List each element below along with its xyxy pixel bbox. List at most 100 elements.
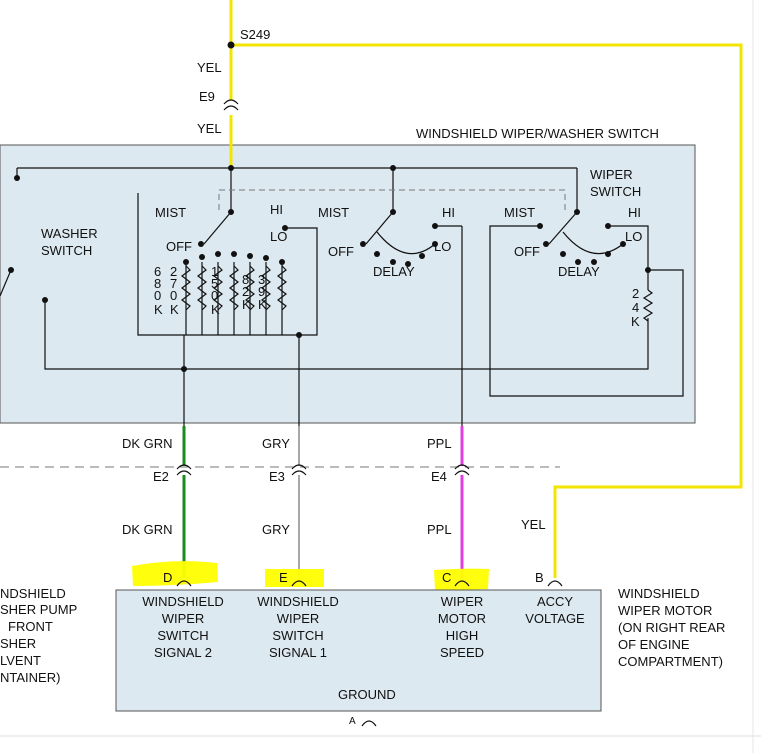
svg-text:2: 2	[170, 264, 177, 279]
svg-text:9: 9	[258, 284, 265, 299]
pos-hi-2: HI	[442, 205, 455, 220]
pin-b: B	[535, 570, 544, 585]
pos-lo-3: LO	[625, 229, 642, 244]
connector-e9: E9	[199, 89, 215, 104]
pin-labels: WINDSHIELD WIPER SWITCH SIGNAL 2 WINDSHI…	[142, 594, 585, 660]
svg-text:SHER: SHER	[0, 636, 36, 651]
gry-label-2: GRY	[262, 522, 290, 537]
svg-text:0: 0	[211, 288, 218, 303]
motor-title: WINDSHIELD WIPER MOTOR (ON RIGHT REAR OF…	[618, 586, 725, 669]
pos-lo-2: LO	[434, 239, 451, 254]
highlight-marks	[132, 561, 489, 590]
svg-text:SIGNAL 1: SIGNAL 1	[269, 645, 327, 660]
connector-e3: E3	[269, 469, 285, 484]
resistor-values: 68 0K 27 0K 15 0K 82 K 39 K 24 K	[154, 264, 640, 329]
splice-dot	[227, 41, 235, 49]
svg-text:WIPER MOTOR: WIPER MOTOR	[618, 603, 712, 618]
mechanical-link	[218, 189, 566, 210]
pos-off-2: OFF	[328, 244, 354, 259]
svg-text:2: 2	[632, 286, 639, 301]
pos-delay-2: DELAY	[373, 264, 415, 279]
svg-text:K: K	[242, 297, 251, 312]
yel-label-mid: YEL	[197, 121, 222, 136]
svg-text:7: 7	[170, 276, 177, 291]
svg-text:4: 4	[632, 300, 639, 315]
ppl-label-2: PPL	[427, 522, 452, 537]
svg-text:WIPER: WIPER	[441, 594, 484, 609]
svg-text:K: K	[631, 314, 640, 329]
switch-housing	[0, 144, 696, 424]
svg-text:HIGH: HIGH	[446, 628, 479, 643]
pos-off-3: OFF	[514, 244, 540, 259]
svg-text:SWITCH: SWITCH	[272, 628, 323, 643]
pos-hi-3: HI	[628, 205, 641, 220]
svg-text:1: 1	[211, 264, 218, 279]
svg-text:8: 8	[154, 276, 161, 291]
yel-label-top: YEL	[197, 60, 222, 75]
svg-text:MOTOR: MOTOR	[438, 611, 486, 626]
svg-text:6: 6	[154, 264, 161, 279]
washer-pump-label: NDSHIELD SHER PUMP FRONT SHER LVENT NTAI…	[0, 586, 77, 685]
wiper-switch-line2: SWITCH	[590, 184, 641, 199]
svg-text:SHER PUMP: SHER PUMP	[0, 602, 77, 617]
yel-label-right: YEL	[521, 517, 546, 532]
connector-e4: E4	[431, 469, 447, 484]
svg-text:WIPER: WIPER	[162, 611, 205, 626]
dk-grn-label-1: DK GRN	[122, 436, 173, 451]
svg-text:SPEED: SPEED	[440, 645, 484, 660]
ground-label: GROUND	[338, 687, 396, 702]
svg-text:WIPER: WIPER	[277, 611, 320, 626]
wiper-switch-line1: WIPER	[590, 167, 633, 182]
motor-box	[115, 589, 602, 712]
pos-off-1: OFF	[166, 239, 192, 254]
svg-text:WINDSHIELD: WINDSHIELD	[142, 594, 224, 609]
switch-title: WINDSHIELD WIPER/WASHER SWITCH	[416, 126, 659, 141]
pin-c: C	[442, 570, 451, 585]
svg-text:K: K	[154, 302, 163, 317]
svg-text:WINDSHIELD: WINDSHIELD	[257, 594, 339, 609]
svg-text:FRONT: FRONT	[8, 619, 53, 634]
dk-grn-label-2: DK GRN	[122, 522, 173, 537]
svg-text:SWITCH: SWITCH	[157, 628, 208, 643]
svg-text:K: K	[170, 302, 179, 317]
pos-mist-2: MIST	[318, 205, 349, 220]
washer-switch-line2: SWITCH	[41, 243, 92, 258]
pos-lo-1: LO	[270, 229, 287, 244]
svg-text:0: 0	[154, 288, 161, 303]
pos-mist-1: MIST	[155, 205, 186, 220]
svg-text:K: K	[211, 302, 220, 317]
svg-text:SIGNAL 2: SIGNAL 2	[154, 645, 212, 660]
svg-text:(ON RIGHT REAR: (ON RIGHT REAR	[618, 620, 725, 635]
inline-connectors	[176, 464, 470, 476]
svg-text:LVENT: LVENT	[0, 653, 41, 668]
svg-text:VOLTAGE: VOLTAGE	[525, 611, 585, 626]
svg-text:3: 3	[258, 272, 265, 287]
svg-text:WINDSHIELD: WINDSHIELD	[618, 586, 700, 601]
pos-hi-1: HI	[270, 202, 283, 217]
internal-circuit	[0, 167, 684, 428]
gry-label-1: GRY	[262, 436, 290, 451]
connector-e9-symbol	[223, 99, 239, 111]
svg-text:8: 8	[242, 272, 249, 287]
svg-text:OF ENGINE: OF ENGINE	[618, 637, 690, 652]
pin-terminals	[176, 580, 563, 727]
splice-label: S249	[240, 27, 270, 42]
svg-text:NTAINER): NTAINER)	[0, 670, 60, 685]
pin-e: E	[279, 570, 288, 585]
svg-text:K: K	[258, 297, 267, 312]
svg-text:2: 2	[242, 284, 249, 299]
ground-pin: A	[349, 716, 356, 727]
pin-d: D	[163, 570, 172, 585]
pos-delay-3: DELAY	[558, 264, 600, 279]
ppl-label-1: PPL	[427, 436, 452, 451]
washer-switch-line1: WASHER	[41, 226, 98, 241]
svg-text:COMPARTMENT): COMPARTMENT)	[618, 654, 723, 669]
svg-text:5: 5	[211, 276, 218, 291]
connector-e2: E2	[153, 469, 169, 484]
resistors	[181, 265, 654, 322]
svg-text:ACCY: ACCY	[537, 594, 573, 609]
pos-mist-3: MIST	[504, 205, 535, 220]
contact-dots	[8, 165, 651, 372]
svg-text:NDSHIELD: NDSHIELD	[0, 586, 66, 601]
